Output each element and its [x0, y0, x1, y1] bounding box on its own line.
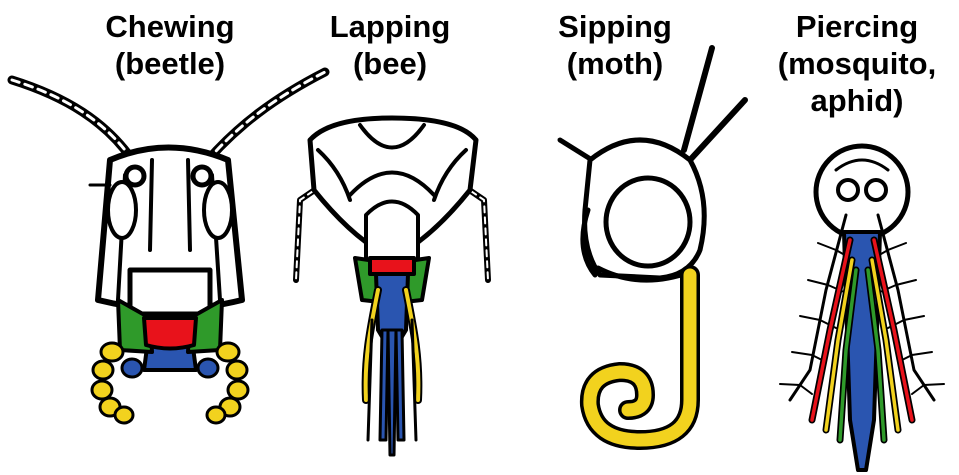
mosquito-head [780, 146, 944, 470]
bee-glossa [380, 330, 404, 455]
moth-proboscis [590, 275, 690, 440]
bee-head [296, 118, 488, 455]
moth-head [560, 48, 745, 440]
moth-antennae [684, 48, 745, 160]
beetle-labrum [144, 318, 196, 349]
beetle-head [12, 72, 325, 423]
moth-compound-eye [606, 178, 690, 266]
bee-labrum [370, 258, 414, 274]
